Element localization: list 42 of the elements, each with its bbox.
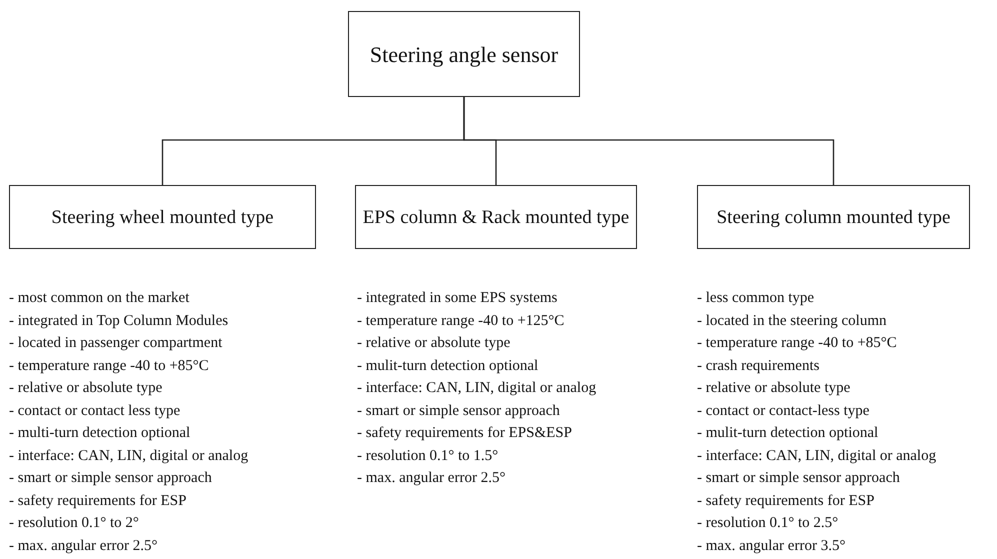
feature-list-item: - resolution 0.1° to 1.5° bbox=[357, 446, 498, 466]
category-box bbox=[697, 185, 970, 249]
feature-list-item: - max. angular error 2.5° bbox=[357, 469, 506, 488]
feature-list-item: - temperature range -40 to +85°C bbox=[9, 356, 209, 376]
box-title: Steering wheel mounted type bbox=[51, 206, 274, 228]
feature-list-item: - located in passenger compartment bbox=[9, 334, 222, 353]
feature-list-item: - interface: CAN, LIN, digital or analog bbox=[357, 379, 596, 398]
feature-list-item: - contact or contact-less type bbox=[697, 402, 870, 420]
feature-list-item: - interface: CAN, LIN, digital or analog bbox=[9, 446, 248, 466]
feature-list-item: - integrated in some EPS systems bbox=[357, 289, 558, 308]
box-title: Steering column mounted type bbox=[716, 206, 950, 228]
category-box bbox=[9, 185, 316, 249]
feature-list-item: - relative or absolute type bbox=[9, 379, 162, 398]
feature-list-item: - crash requirements bbox=[697, 356, 820, 376]
feature-list-item: - resolution 0.1° to 2.5° bbox=[697, 514, 838, 533]
feature-list-item: - max. angular error 2.5° bbox=[9, 536, 158, 556]
feature-list-item: - relative or absolute type bbox=[697, 379, 850, 398]
feature-list-item: - most common on the market bbox=[9, 289, 190, 308]
feature-list-item: - mulit-turn detection optional bbox=[697, 424, 878, 443]
feature-list-item: - safety requirements for ESP bbox=[9, 492, 186, 510]
category-box bbox=[355, 185, 637, 249]
feature-list-item: - safety requirements for ESP bbox=[697, 492, 874, 510]
feature-list-item: - smart or simple sensor approach bbox=[697, 469, 900, 488]
box-title: Steering angle sensor bbox=[370, 42, 558, 66]
feature-list-item: - smart or simple sensor approach bbox=[9, 469, 212, 488]
box-title: EPS column & Rack mounted type bbox=[362, 206, 630, 228]
feature-list-item: - safety requirements for EPS&ESP bbox=[357, 424, 572, 443]
feature-list-item: - interface: CAN, LIN, digital or analog bbox=[697, 446, 936, 466]
feature-list-item: - less common type bbox=[697, 289, 814, 308]
feature-list-item: - mulit-turn detection optional bbox=[357, 356, 538, 376]
feature-list-item: - integrated in Top Column Modules bbox=[9, 312, 228, 330]
feature-list-item: - contact or contact less type bbox=[9, 402, 180, 420]
feature-list-item: - temperature range -40 to +85°C bbox=[697, 334, 897, 353]
feature-list-item: - multi-turn detection optional bbox=[9, 424, 190, 443]
feature-list-item: - resolution 0.1° to 2° bbox=[9, 514, 139, 533]
feature-list-item: - relative or absolute type bbox=[357, 334, 510, 353]
feature-list-item: - max. angular error 3.5° bbox=[697, 536, 846, 556]
feature-list-item: - smart or simple sensor approach bbox=[357, 402, 560, 420]
feature-list-item: - located in the steering column bbox=[697, 312, 887, 330]
feature-list-item: - temperature range -40 to +125°C bbox=[357, 312, 564, 330]
connector-line bbox=[463, 97, 834, 185]
category-box bbox=[348, 11, 580, 97]
